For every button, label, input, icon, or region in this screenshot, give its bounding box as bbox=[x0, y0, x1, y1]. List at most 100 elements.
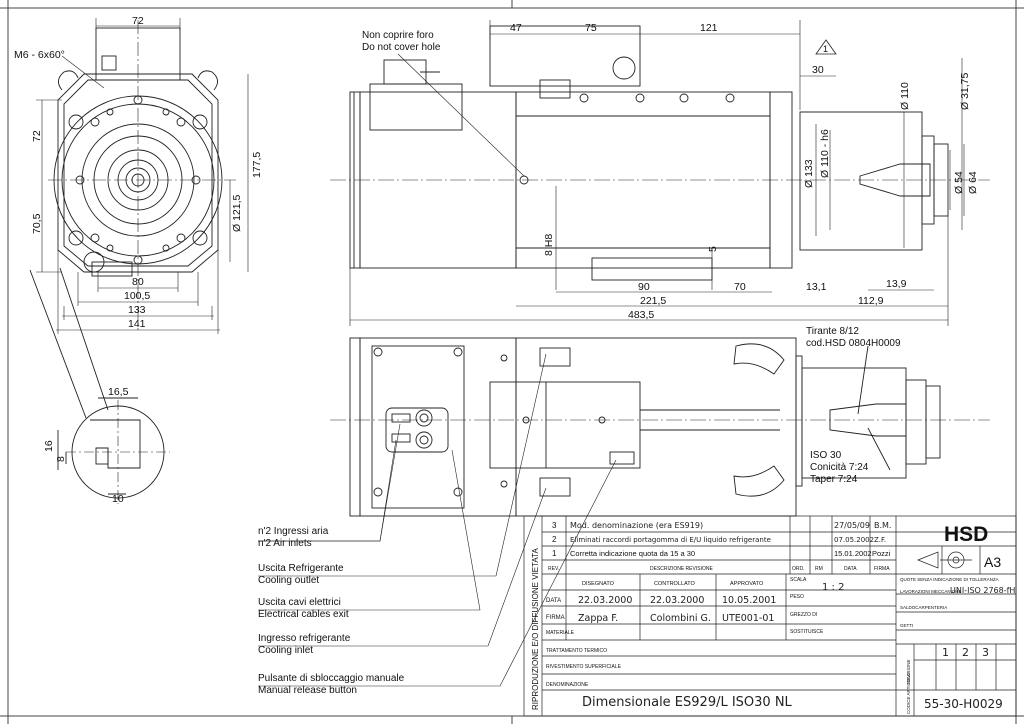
dim-detail-8: 8 bbox=[55, 456, 67, 462]
note-iso-2: Conicità 7:24 bbox=[810, 462, 869, 473]
side-view bbox=[330, 25, 990, 281]
denominazione-label: DENOMINAZIONE bbox=[546, 682, 589, 688]
dim-detail-16: 16 bbox=[43, 440, 55, 452]
sign-drawn: Zappa F. bbox=[578, 613, 618, 624]
revision-marker: 1 bbox=[815, 39, 837, 55]
revisione-value-2: 2 bbox=[962, 646, 969, 659]
row-firma-label: FIRMA bbox=[546, 615, 565, 621]
dim-front-141: 141 bbox=[128, 318, 146, 330]
scala-label: SCALA bbox=[790, 577, 807, 583]
side-dim-lines bbox=[349, 20, 965, 326]
callout-cables-exit-it: Uscita cavi elettrici bbox=[258, 597, 341, 608]
revision-header-firma: FIRMA bbox=[874, 566, 890, 572]
date-checked: 22.03.2000 bbox=[650, 595, 704, 606]
dim-side-75: 75 bbox=[585, 22, 597, 34]
dim-side-70: 70 bbox=[734, 281, 746, 293]
brand-logo: HSD bbox=[944, 523, 988, 546]
tolleranze-label: QUOTE SENZA INDICAZIONE DI TOLLERANZA bbox=[900, 577, 999, 582]
callout-cooling-outlet-en: Cooling outlet bbox=[258, 575, 319, 586]
trattamento-label: TRATTAMENTO TERMICO bbox=[546, 648, 607, 654]
grezzo-label: GREZZO DI bbox=[790, 612, 817, 618]
drawing-code: 55-30-H0029 bbox=[924, 697, 1003, 711]
bottom-view bbox=[330, 337, 990, 517]
lavorazioni-label: LAVORAZIONI MECCANICHE bbox=[900, 589, 961, 594]
peso-label: PESO bbox=[790, 594, 804, 600]
row-data-label: DATA bbox=[546, 598, 561, 604]
note-tirante-2: cod.HSD 0804H0009 bbox=[806, 338, 901, 349]
header-approvato: APPROVATO bbox=[730, 581, 764, 587]
dim-side-d110: Ø 110 bbox=[899, 82, 911, 110]
dim-side-1129: 112,9 bbox=[858, 295, 884, 307]
revision-header-desc: DESCRIZIONE REVISIONE bbox=[650, 566, 713, 572]
date-drawn: 22.03.2000 bbox=[578, 595, 632, 606]
callout-air-inlets-en: n'2 Air inlets bbox=[258, 538, 312, 549]
dim-side-5: 5 bbox=[707, 246, 719, 252]
dim-side-90: 90 bbox=[638, 281, 650, 293]
dim-side-139: 13,9 bbox=[886, 278, 907, 290]
callout-air-inlets-it: n'2 Ingressi aria bbox=[258, 526, 329, 537]
revision-row-2-date: 07.05.2002 bbox=[834, 536, 874, 544]
front-dim-lines bbox=[36, 18, 249, 334]
revisione-label: REVISIONE bbox=[906, 659, 911, 684]
dim-front-d1215: Ø 121,5 bbox=[231, 194, 243, 232]
revision-row-1-date: 15.01.2002 bbox=[834, 549, 872, 558]
callout-leaders bbox=[258, 353, 617, 687]
callout-list: n'2 Ingressi aria n'2 Air inlets Uscita … bbox=[258, 526, 405, 696]
dim-detail-10: 10 bbox=[112, 493, 124, 505]
dim-front-80: 80 bbox=[132, 276, 144, 288]
dim-side-121: 121 bbox=[700, 22, 718, 34]
callout-cooling-outlet-it: Uscita Refrigerante bbox=[258, 563, 344, 574]
dim-front-thread: M6 - 6x60° bbox=[14, 49, 65, 61]
dim-front-133: 133 bbox=[128, 304, 146, 316]
dim-side-131: 13,1 bbox=[806, 281, 827, 293]
date-approved: 10.05.2001 bbox=[722, 595, 776, 606]
dim-front-72-left: 72 bbox=[31, 130, 43, 142]
sign-approved: UTE001-01 bbox=[722, 613, 774, 624]
revision-row-1-rev: 1 bbox=[552, 549, 557, 558]
dim-front-1775: 177,5 bbox=[251, 152, 263, 178]
drawing-title: Dimensionale ES929/L ISO30 NL bbox=[582, 695, 793, 710]
note-hole-it: Non coprire foro bbox=[362, 30, 434, 41]
revisione-value-1: 1 bbox=[942, 646, 949, 659]
approval-table: DISEGNATO CONTROLLATO APPROVATO DATA FIR… bbox=[546, 577, 844, 710]
revision-row-1-sign: Pozzi bbox=[872, 549, 891, 558]
front-view bbox=[48, 20, 236, 330]
callout-cooling-inlet-it: Ingresso refrigerante bbox=[258, 633, 351, 644]
note-hole-en: Do not cover hole bbox=[362, 42, 441, 53]
sheet-size: A3 bbox=[984, 554, 1001, 570]
header-controllato: CONTROLLATO bbox=[654, 581, 695, 587]
right-info-block: QUOTE SENZA INDICAZIONE DI TOLLERANZA LA… bbox=[900, 577, 1015, 714]
dim-side-2215: 221,5 bbox=[640, 295, 666, 307]
tb-side-text: RIPRODUZIONE E/O DIFFUSIONE VIETATA bbox=[531, 548, 540, 710]
revisione-value-3: 3 bbox=[982, 646, 989, 659]
dim-side-d3175: Ø 31,75 bbox=[959, 72, 971, 110]
revision-header-rm: RM bbox=[815, 566, 823, 572]
materiale-label: MATERIALE bbox=[546, 630, 575, 636]
dim-side-d110h6: Ø 110 - h6 bbox=[819, 129, 831, 178]
revision-row-3-desc: Mod. denominazione (era ES919) bbox=[570, 521, 703, 530]
dim-side-d133: Ø 133 bbox=[803, 159, 815, 188]
revision-header-rev: REV. bbox=[548, 566, 559, 572]
dim-side-4835: 483,5 bbox=[628, 309, 654, 321]
note-iso-3: Taper 7:24 bbox=[810, 474, 858, 485]
revision-row-3-sign: B.M. bbox=[874, 521, 891, 530]
sostituisce-label: SOSTITUISCE bbox=[790, 629, 824, 635]
projection-symbol bbox=[917, 551, 972, 569]
dim-side-30: 30 bbox=[812, 64, 824, 76]
sign-checked: Colombini G. bbox=[650, 613, 711, 624]
note-tirante-1: Tirante 8/12 bbox=[806, 326, 859, 337]
dim-front-705: 70,5 bbox=[31, 213, 43, 234]
callout-cables-exit-en: Electrical cables exit bbox=[258, 609, 349, 620]
getti-label: GETTI bbox=[900, 623, 913, 628]
revision-row-3-date: 27/05/09 bbox=[834, 521, 870, 530]
revision-header-data: DATA bbox=[844, 566, 857, 572]
dim-detail-165: 16,5 bbox=[108, 386, 129, 398]
note-iso-1: ISO 30 bbox=[810, 450, 842, 461]
revision-triangle-number: 1 bbox=[823, 44, 828, 54]
codice-label: CODICE ARTICOLO bbox=[906, 672, 911, 714]
dim-side-47: 47 bbox=[510, 22, 522, 34]
revision-row-2-desc: Eliminati raccordi portagomma di E/U liq… bbox=[570, 536, 771, 544]
dim-side-8h8: 8 H8 bbox=[543, 234, 555, 256]
